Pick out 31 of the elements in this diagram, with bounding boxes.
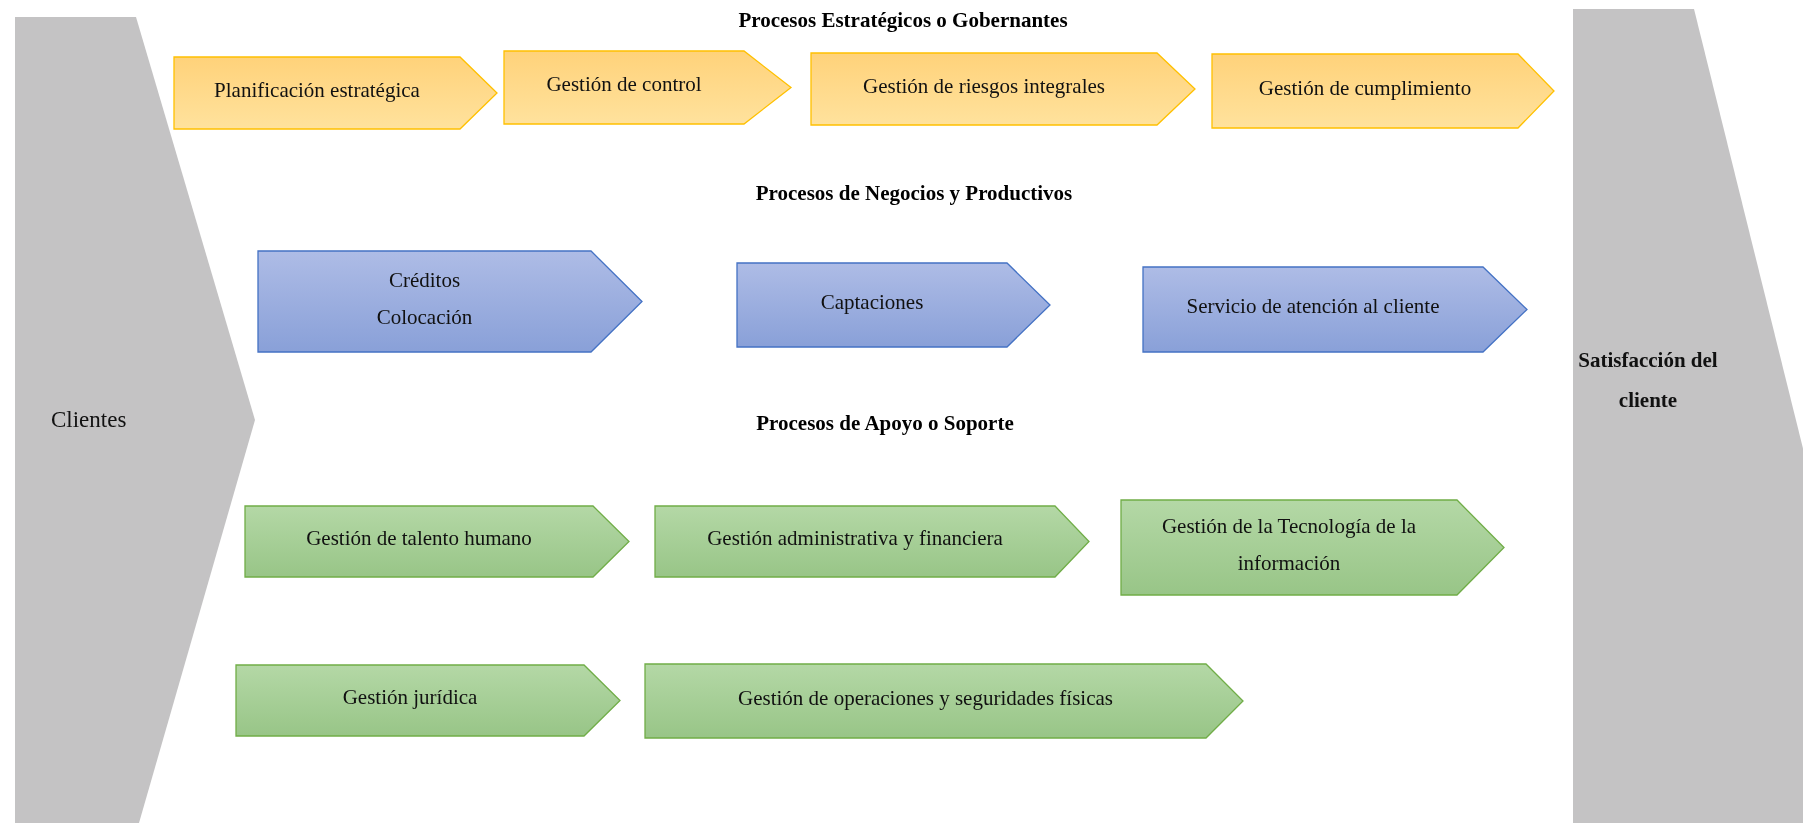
process-step-shape <box>1121 500 1504 595</box>
process-step-shape <box>811 53 1195 125</box>
section-heading: Procesos Estratégicos o Gobernantes <box>738 8 1068 33</box>
process-step-shape <box>236 665 620 736</box>
node-text: Clientes <box>51 405 127 434</box>
node-text: Créditos <box>388 266 461 294</box>
node-text: Planificación estratégica <box>214 76 420 104</box>
node-text: Colocación <box>376 303 473 331</box>
process-step-shape <box>174 57 497 129</box>
section-heading: Procesos de Apoyo o Soporte <box>756 411 1014 436</box>
node-text: Servicio de atención al cliente <box>1186 293 1440 321</box>
node-text: Gestión jurídica <box>342 684 478 712</box>
node-text: Satisfacción del cliente <box>1577 347 1719 414</box>
process-step-shape <box>1212 54 1554 128</box>
node-text: Gestión de cumplimiento <box>1258 74 1472 102</box>
process-step-shape <box>258 251 642 352</box>
node-text: Gestión de talento humano <box>306 525 532 553</box>
side-band-shape <box>1573 9 1803 823</box>
process-step-shape <box>504 51 791 124</box>
process-step-shape <box>645 664 1243 738</box>
node-text: Gestión de la Tecnología de la información <box>1160 512 1418 577</box>
process-step-shape <box>1143 267 1527 352</box>
node-text: Gestión administrativa y financiera <box>707 525 1003 553</box>
node-text: Gestión de operaciones y seguridades físicas <box>738 684 1113 712</box>
process-step-shape <box>245 506 629 577</box>
node-text: Captaciones <box>820 288 924 316</box>
process-step-shape <box>737 263 1050 347</box>
process-step-shape <box>655 506 1089 577</box>
node-text: Gestión de control <box>546 71 702 99</box>
section-heading: Procesos de Negocios y Productivos <box>755 181 1073 206</box>
node-text: Gestión de riesgos integrales <box>863 72 1105 100</box>
